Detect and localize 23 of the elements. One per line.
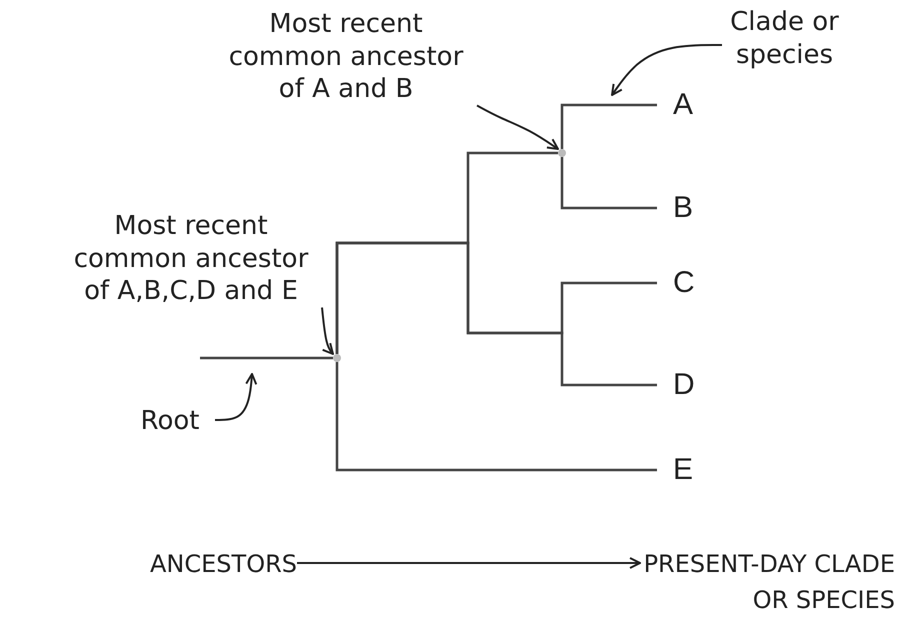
tree-branch [200, 356, 333, 360]
ancestor-node [333, 354, 341, 362]
tree-branch [560, 157, 657, 210]
annotation-text: Clade or species [722, 6, 847, 71]
axis-label: PRESENT-DAY CLADE OR SPECIES [640, 546, 895, 618]
annotation-text: Most recent common ancestor of A,B,C,D and E [60, 210, 322, 308]
annotation-text: Root [125, 405, 215, 438]
arrow [297, 557, 641, 569]
arrow [215, 373, 258, 421]
tree-branch [560, 104, 657, 149]
arrow [321, 307, 334, 355]
tree-branch [336, 242, 657, 386]
arrow [476, 104, 559, 150]
axis-label: ANCESTORS [150, 546, 297, 582]
tip-label: A [657, 87, 707, 123]
tree-branch [336, 362, 657, 472]
tip-label: D [657, 367, 707, 403]
arrow [611, 44, 722, 96]
annotation-text: Most recent common ancestor of A and B [215, 8, 477, 106]
tip-label: E [657, 452, 707, 488]
tip-label: C [657, 265, 707, 301]
tip-label: B [657, 190, 707, 226]
ancestor-node [558, 149, 566, 157]
